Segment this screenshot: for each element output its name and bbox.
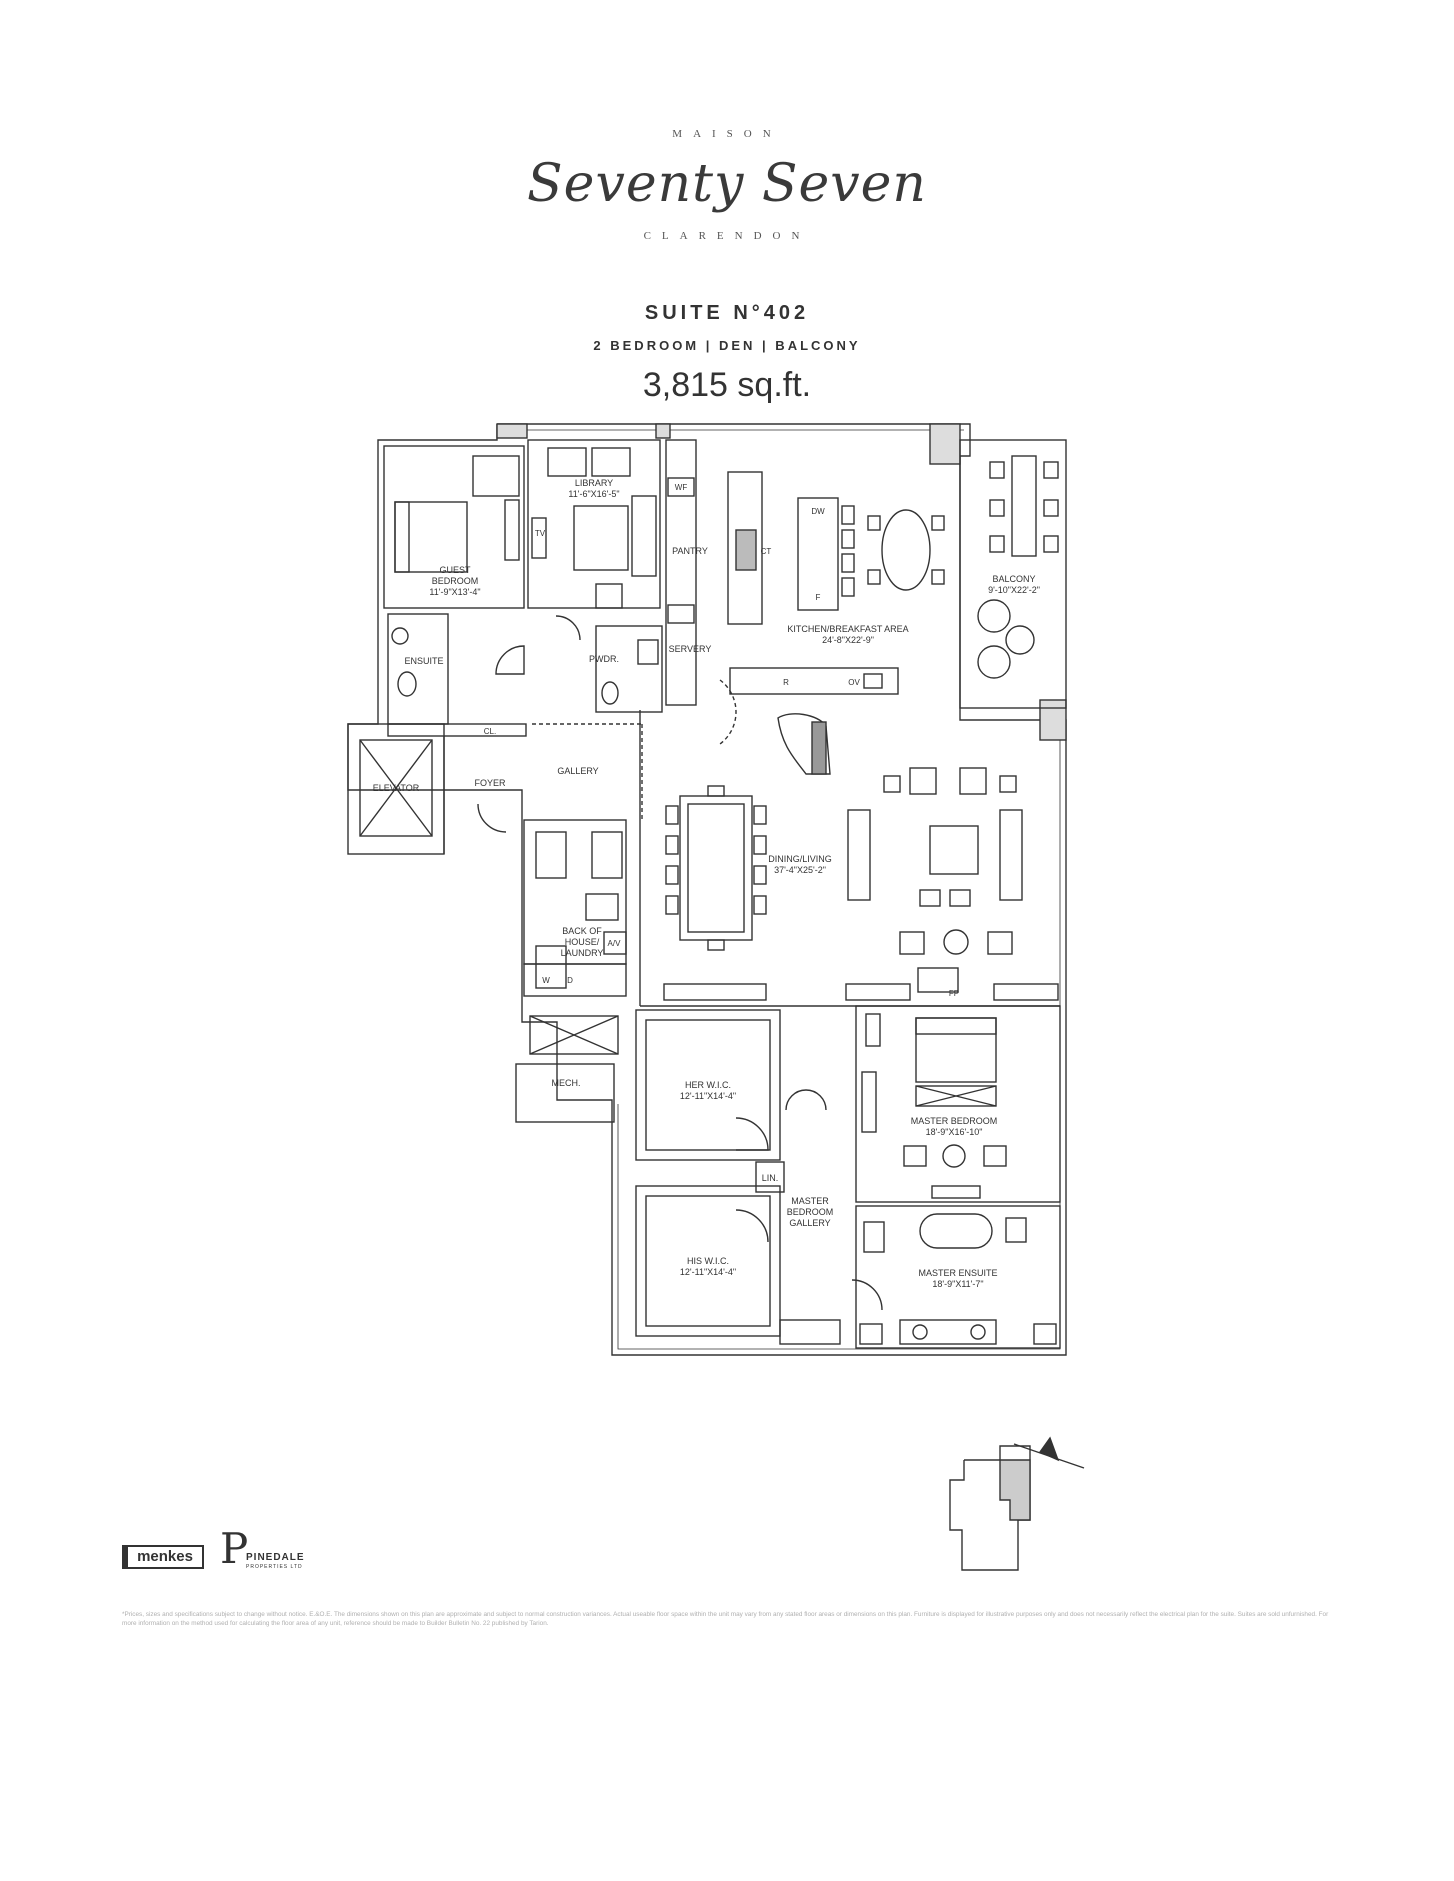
guest-bedroom-dims: 11'-9"X13'-4" bbox=[429, 587, 480, 597]
brand-bottom-word: CLARENDON bbox=[643, 230, 811, 242]
fridge-label: F bbox=[816, 593, 821, 602]
brand-top-word: MAISON bbox=[672, 128, 782, 140]
her-wic-dims: 12'-11"X14'-4" bbox=[680, 1091, 736, 1101]
master-bedroom-dims: 18'-9"X16'-10" bbox=[926, 1127, 983, 1137]
menkes-logo: menkes bbox=[122, 1545, 204, 1569]
master-ensuite-label: MASTER ENSUITE bbox=[918, 1268, 997, 1278]
master-bedroom-label: MASTER BEDROOM bbox=[911, 1116, 998, 1126]
guest-bedroom-label-2: BEDROOM bbox=[432, 576, 479, 586]
guest-bedroom-label: GUEST bbox=[439, 565, 471, 575]
dw-label: DW bbox=[811, 507, 825, 516]
master-gallery-label-2: BEDROOM bbox=[787, 1207, 834, 1217]
fireplace-label: FP bbox=[949, 989, 959, 998]
library-label: LIBRARY bbox=[575, 478, 613, 488]
suite-area: 3,815 sq.ft. bbox=[642, 366, 812, 404]
ensuite-label: ENSUITE bbox=[404, 656, 443, 666]
disclaimer-text: *Prices, sizes and specifications subjec… bbox=[122, 1611, 1329, 1627]
dining-living-label: DINING/LIVING bbox=[768, 854, 832, 864]
lin-label: LIN. bbox=[762, 1173, 779, 1183]
pinedale-logo-name: PINEDALE bbox=[246, 1552, 305, 1563]
pinedale-logo-mark: P bbox=[220, 1524, 249, 1573]
dryer-label: D bbox=[567, 976, 573, 985]
wf-label: WF bbox=[675, 483, 688, 492]
tv-label: TV bbox=[535, 529, 546, 538]
pinedale-logo-sub: PROPERTIES LTD bbox=[246, 1564, 303, 1570]
balcony-dims: 9'-10"X22'-2" bbox=[988, 585, 1040, 595]
foyer-label: FOYER bbox=[474, 778, 506, 788]
dining-living-dims: 37'-4"X25'-2" bbox=[774, 865, 826, 875]
back-of-house-label-2: HOUSE/ bbox=[565, 937, 600, 947]
back-of-house-label-1: BACK OF bbox=[562, 926, 602, 936]
master-gallery-label-1: MASTER bbox=[791, 1196, 829, 1206]
suite-title: SUITE N°402 bbox=[644, 302, 810, 324]
servery-label: SERVERY bbox=[669, 644, 712, 654]
range-label: R bbox=[783, 678, 789, 687]
her-wic-label: HER W.I.C. bbox=[685, 1080, 731, 1090]
ct-label: CT bbox=[761, 547, 772, 556]
master-ensuite-dims: 18'-9"X11'-7" bbox=[932, 1279, 983, 1289]
brand-script-name: Seventy Seven bbox=[527, 154, 927, 214]
mech-label: MECH. bbox=[552, 1078, 581, 1088]
balcony-label: BALCONY bbox=[992, 574, 1035, 584]
suite-subtitle: 2 BEDROOM | DEN | BALCONY bbox=[593, 338, 861, 353]
gallery-label: GALLERY bbox=[557, 766, 598, 776]
his-wic-dims: 12'-11"X14'-4" bbox=[680, 1267, 736, 1277]
his-wic-label: HIS W.I.C. bbox=[687, 1256, 729, 1266]
pwdr-label: PWDR. bbox=[589, 654, 619, 664]
closet-label: CL. bbox=[484, 727, 496, 736]
elevator-label: ELEVATOR bbox=[373, 783, 420, 793]
washer-label: W bbox=[542, 976, 550, 985]
kitchen-dims: 24'-8"X22'-9" bbox=[822, 635, 874, 645]
av-label: A/V bbox=[608, 939, 622, 948]
master-gallery-label-3: GALLERY bbox=[789, 1218, 830, 1228]
pantry-label: PANTRY bbox=[672, 546, 708, 556]
oven-label: OV bbox=[848, 678, 860, 687]
kitchen-label: KITCHEN/BREAKFAST AREA bbox=[787, 624, 908, 634]
library-dims: 11'-6"X16'-5" bbox=[568, 489, 619, 499]
back-of-house-label-3: LAUNDRY bbox=[561, 948, 604, 958]
